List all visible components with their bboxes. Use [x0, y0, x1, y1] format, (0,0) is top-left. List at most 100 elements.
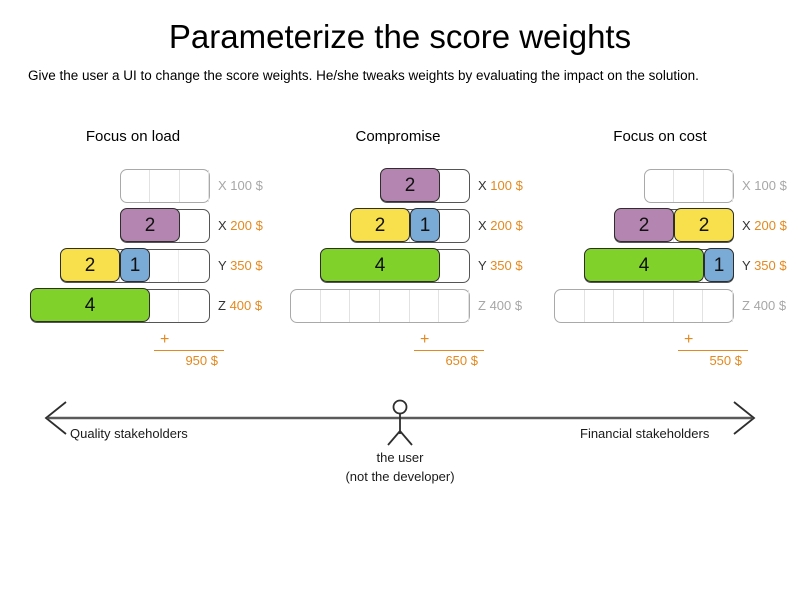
weight-block[interactable]: 2 — [674, 208, 734, 242]
weight-slot[interactable] — [150, 290, 180, 322]
row-amount: 200 $ — [230, 218, 263, 233]
weight-row: 4 Z 400 $ — [0, 288, 266, 329]
weight-slot[interactable] — [704, 170, 733, 202]
row-amount: 400 $ — [489, 298, 523, 313]
scenario-total: +550 $ — [678, 332, 798, 368]
row-letter: X — [742, 218, 751, 233]
weight-row-label: Z 400 $ — [742, 289, 786, 323]
row-amount: 350 $ — [490, 258, 523, 273]
user-caption-line-1: the user — [376, 450, 424, 465]
row-letter: Y — [742, 258, 751, 273]
weight-slot[interactable] — [439, 250, 469, 282]
weight-row-label: X 200 $ — [218, 209, 263, 243]
weight-row: 4 Y 350 $ — [265, 248, 531, 289]
scenario-title: Focus on cost — [613, 128, 707, 145]
sum-value: 650 $ — [445, 353, 478, 368]
weight-slot[interactable] — [645, 170, 675, 202]
row-amount: 200 $ — [490, 218, 523, 233]
stakeholder-axis: Quality stakeholders Financial stakehold… — [0, 396, 800, 506]
weight-block[interactable]: 2 — [120, 208, 180, 242]
sum-plus-sign: + — [154, 332, 224, 351]
weight-slot[interactable] — [380, 290, 410, 322]
weight-block[interactable]: 2 — [350, 208, 410, 242]
weight-slot[interactable] — [150, 250, 180, 282]
axis-label-left: Quality stakeholders — [70, 426, 188, 441]
weight-block[interactable]: 4 — [584, 248, 704, 282]
weight-row-label: Y 350 $ — [478, 249, 523, 283]
weight-row: Z 400 $ — [265, 289, 531, 329]
weight-row-label: Z 400 $ — [218, 289, 262, 323]
weight-block[interactable]: 2 — [380, 168, 440, 202]
weight-block[interactable]: 1 — [704, 248, 734, 282]
scenario-total: +650 $ — [414, 332, 534, 368]
page-subtitle: Give the user a UI to change the score w… — [28, 68, 699, 83]
sum-plus-sign: + — [414, 332, 484, 351]
weight-slider-track[interactable] — [554, 289, 734, 323]
row-letter: Z — [478, 298, 486, 313]
weight-block[interactable]: 1 — [410, 208, 440, 242]
scenario-total: +950 $ — [154, 332, 274, 368]
weight-row: 2 X 200 $ — [0, 208, 266, 249]
weight-slot[interactable] — [291, 290, 321, 322]
row-amount: 100 $ — [490, 178, 523, 193]
weight-row-label: Z 400 $ — [478, 289, 522, 323]
row-letter: Z — [218, 298, 226, 313]
weight-slot[interactable] — [179, 290, 209, 322]
weight-slot[interactable] — [439, 290, 470, 322]
weight-slot[interactable] — [180, 210, 209, 242]
user-caption-line-2: (not the developer) — [345, 469, 455, 484]
weight-slot[interactable] — [674, 170, 704, 202]
row-amount: 350 $ — [754, 258, 787, 273]
weight-row-label: X 200 $ — [478, 209, 523, 243]
weight-row-label: X 100 $ — [478, 169, 523, 203]
weight-slot[interactable] — [440, 210, 469, 242]
row-letter: X — [478, 218, 487, 233]
row-amount: 350 $ — [230, 258, 263, 273]
scenario-title: Focus on load — [85, 128, 181, 145]
weight-block[interactable]: 2 — [614, 208, 674, 242]
weight-block[interactable]: 4 — [320, 248, 440, 282]
row-amount: 200 $ — [754, 218, 787, 233]
weight-slider-track[interactable] — [290, 289, 470, 323]
weight-slot[interactable] — [585, 290, 615, 322]
weight-slot[interactable] — [321, 290, 351, 322]
weight-slot[interactable] — [121, 170, 151, 202]
weight-slot[interactable] — [410, 290, 440, 322]
weight-slot[interactable] — [555, 290, 585, 322]
row-letter: Y — [218, 258, 227, 273]
row-amount: 100 $ — [230, 178, 263, 193]
row-amount: 400 $ — [753, 298, 787, 313]
weight-slot[interactable] — [440, 170, 469, 202]
row-amount: 100 $ — [754, 178, 787, 193]
sum-value: 950 $ — [185, 353, 218, 368]
weight-slot[interactable] — [180, 170, 209, 202]
weight-slot[interactable] — [674, 290, 704, 322]
weight-slider-track[interactable] — [120, 169, 210, 203]
weight-slider-track[interactable] — [644, 169, 734, 203]
row-letter: X — [218, 178, 227, 193]
weight-slot[interactable] — [614, 290, 645, 322]
weight-block[interactable]: 2 — [60, 248, 120, 282]
weight-slot[interactable] — [350, 290, 381, 322]
weight-row: X 100 $ — [0, 169, 266, 209]
axis-arrow-svg — [44, 399, 756, 446]
weight-slot[interactable] — [150, 170, 180, 202]
weight-slot[interactable] — [703, 290, 734, 322]
row-letter: Z — [742, 298, 750, 313]
weight-slot[interactable] — [179, 250, 209, 282]
row-letter: X — [478, 178, 487, 193]
weight-row-label: Y 350 $ — [218, 249, 263, 283]
weight-slot[interactable] — [644, 290, 674, 322]
weight-row-label: X 100 $ — [742, 169, 787, 203]
sum-value: 550 $ — [709, 353, 742, 368]
weight-block[interactable]: 4 — [30, 288, 150, 322]
weight-row-label: Y 350 $ — [742, 249, 787, 283]
row-amount: 400 $ — [229, 298, 263, 313]
weight-block[interactable]: 1 — [120, 248, 150, 282]
